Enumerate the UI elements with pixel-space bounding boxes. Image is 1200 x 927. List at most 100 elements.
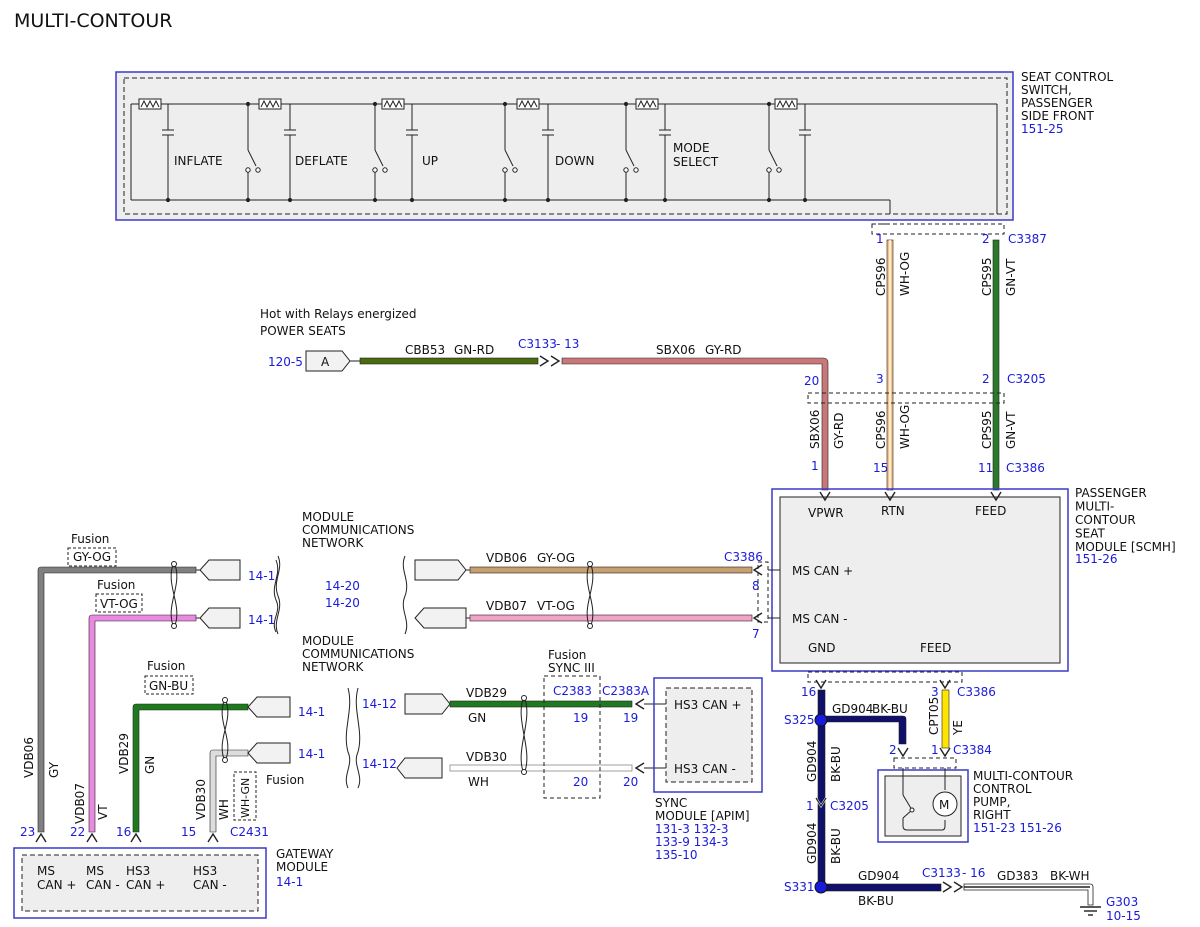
g303-label[interactable]: G303 xyxy=(1106,895,1138,909)
pin-2-top: 2 xyxy=(982,232,990,246)
motor-icon xyxy=(932,791,958,817)
gw-conn-c2431[interactable]: C2431 xyxy=(230,825,269,839)
scm-ref[interactable]: 151-26 xyxy=(1075,552,1118,566)
conn-14-20-bot xyxy=(414,607,467,629)
gateway-ref[interactable]: 14-1 xyxy=(276,875,303,889)
gw-vt: VT xyxy=(96,804,110,820)
gn-vt-label-b: GN-VT xyxy=(1004,411,1018,449)
wire-vdb29-gn xyxy=(132,703,249,833)
wire-vdb06-scm xyxy=(469,566,753,574)
gd904-v1: GD904 xyxy=(805,741,819,782)
gw-vdb07: VDB07 xyxy=(73,783,87,824)
gd904-v2: GD904 xyxy=(805,823,819,864)
c2383a-label[interactable]: C2383A xyxy=(602,684,650,698)
gw-pin-22: 22 xyxy=(70,825,85,839)
bk-bu-b: BK-BU xyxy=(858,894,894,908)
wh-og-label-a: WH-OG xyxy=(898,252,912,296)
sync-hs3-minus: HS3 CAN - xyxy=(674,762,736,776)
vdb29-label-sync: VDB29 xyxy=(466,686,507,700)
ref-14-1-d[interactable]: 14-1 xyxy=(298,747,325,761)
gw-pin-15: 15 xyxy=(181,825,196,839)
pin-2-mid: 2 xyxy=(982,372,990,386)
c3384-label[interactable]: C3384 xyxy=(953,743,992,757)
scm-pin-8: 8 xyxy=(752,579,760,593)
upper-wires xyxy=(807,223,1005,491)
scm-feed2: FEED xyxy=(920,641,951,655)
conn-14-1-c xyxy=(247,696,291,718)
ref-14-20-b[interactable]: 14-20 xyxy=(325,596,360,610)
ye-label: YE xyxy=(951,720,965,736)
gateway-module xyxy=(13,847,267,919)
gw-gy: GY xyxy=(47,761,61,778)
ground-symbol xyxy=(1080,906,1101,916)
ref-14-1-b[interactable]: 14-1 xyxy=(248,613,275,627)
c3386-label-top[interactable]: C3386 xyxy=(1006,461,1045,475)
bk-wh-label: BK-WH xyxy=(1050,869,1090,883)
c3205-label-bot[interactable]: C3205 xyxy=(830,799,869,813)
ref-14-12-a[interactable]: 14-12 xyxy=(362,697,397,711)
wire-vdb07-scm xyxy=(469,614,753,622)
gnd-pin-16: 16 xyxy=(801,685,816,699)
gd383-label: GD383 xyxy=(997,869,1038,883)
gw-gn: GN xyxy=(143,756,157,774)
pin-20: 20 xyxy=(804,374,819,388)
c3133-label[interactable]: C3133 xyxy=(518,337,557,351)
c2383-label[interactable]: C2383 xyxy=(553,684,592,698)
cpt05-label: CPT05 xyxy=(927,697,941,735)
fusion-wh-gn: WH-GN xyxy=(239,778,252,818)
s325-label[interactable]: S325 xyxy=(784,713,815,727)
wire-vdb30-sync xyxy=(449,764,633,772)
ref-14-1-a[interactable]: 14-1 xyxy=(248,569,275,583)
splice-s325 xyxy=(814,713,828,727)
wire-cpt05 xyxy=(941,689,950,749)
vdb06-label-scm: VDB06 xyxy=(486,551,527,565)
gw-pin-16: 16 xyxy=(116,825,131,839)
switch-label-deflate: DEFLATE xyxy=(295,154,348,168)
power-circuit-label: POWER SEATS xyxy=(260,324,346,338)
scm-conn[interactable]: C3386 xyxy=(724,550,763,564)
bk-bu-v2: BK-BU xyxy=(829,828,843,864)
seat-switch-ref[interactable]: 151-25 xyxy=(1021,122,1064,136)
power-ref[interactable]: 120-5 xyxy=(268,355,303,369)
conn-14-20-top xyxy=(414,559,467,581)
fusion-label-1: Fusion xyxy=(71,532,109,546)
gn-vt-label-a: GN-VT xyxy=(1004,258,1018,296)
wire-gd383 xyxy=(963,883,1094,906)
gw-vdb30: VDB30 xyxy=(194,779,208,820)
ref-14-20-a[interactable]: 14-20 xyxy=(325,579,360,593)
wire-vdb06-gy xyxy=(37,566,197,833)
wire-gd904-pump xyxy=(824,715,907,745)
c3133-label-gnd[interactable]: C3133 xyxy=(922,866,961,880)
break-brackets xyxy=(275,555,408,789)
pump-motor: M xyxy=(939,798,949,812)
pin-20-a: 20 xyxy=(573,775,588,789)
pin-3-mid: 3 xyxy=(876,372,884,386)
pump-refs[interactable]: 151-23 151-26 xyxy=(973,821,1062,835)
c3387-label[interactable]: C3387 xyxy=(1008,232,1047,246)
feed-conn-c3386[interactable]: C3386 xyxy=(957,685,996,699)
pump xyxy=(877,768,969,843)
c3205-label-top[interactable]: C3205 xyxy=(1007,372,1046,386)
s331-label[interactable]: S331 xyxy=(784,880,815,894)
conn-14-1-d xyxy=(247,742,291,764)
ref-14-12-b[interactable]: 14-12 xyxy=(362,757,397,771)
fusion-gy-og: GY-OG xyxy=(73,550,111,564)
g303-ref[interactable]: 10-15 xyxy=(1106,909,1141,923)
pin-1-top: 1 xyxy=(876,232,884,246)
gw-pin-23: 23 xyxy=(20,825,35,839)
splice-s331 xyxy=(814,880,828,894)
ref-14-1-c[interactable]: 14-1 xyxy=(298,705,325,719)
scm-gnd: GND xyxy=(808,641,836,655)
gd904-a: GD904 xyxy=(832,702,873,716)
wire-cbb53-circuit: CBB53 xyxy=(405,343,445,357)
wire-cbb53 xyxy=(359,357,539,365)
fusion-label-4: Fusion xyxy=(266,773,304,787)
